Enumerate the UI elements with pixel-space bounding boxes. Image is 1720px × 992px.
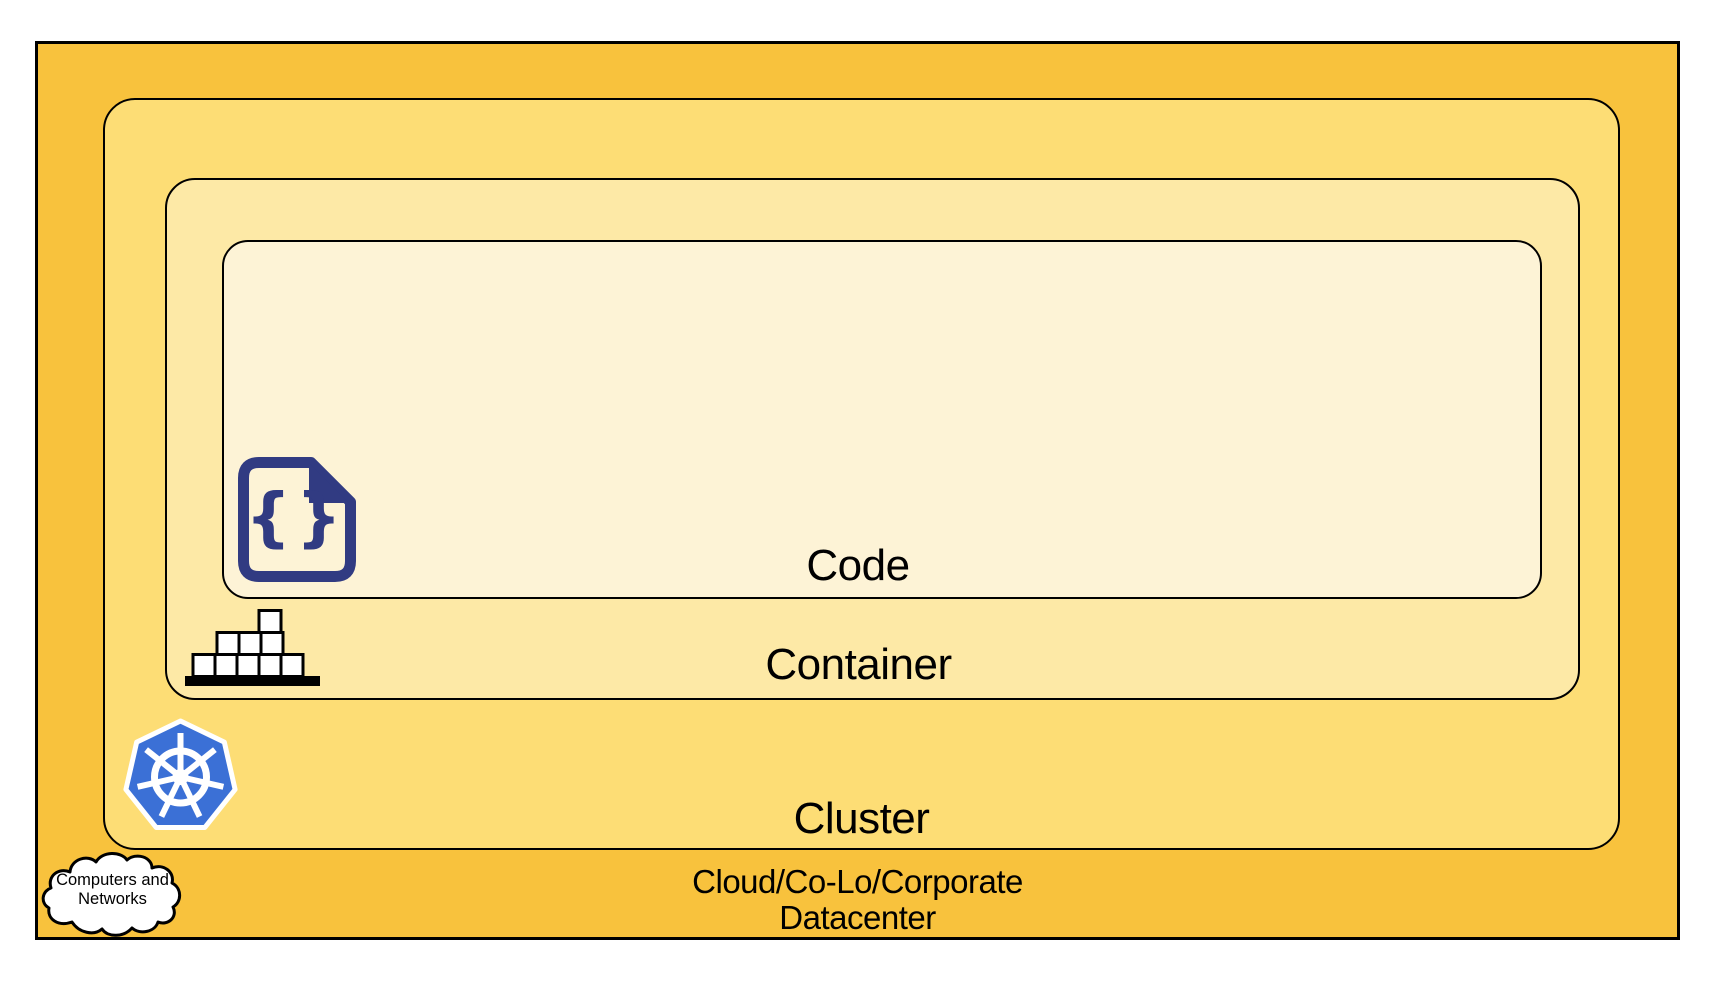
layer-cluster: {} Code [103, 98, 1620, 850]
cloud-callout: Computers and Networks [41, 850, 183, 939]
code-file-fold [309, 463, 349, 503]
code-label: Code [806, 541, 910, 590]
layer-code: {} Code [222, 240, 1542, 599]
datacenter-label: Cloud/Co-Lo/Corporate Datacenter [692, 863, 1023, 936]
cloud-icon [41, 852, 182, 937]
layer-container: {} Code [165, 178, 1580, 700]
container-label: Container [765, 640, 952, 689]
kubernetes-logo-icon [123, 718, 238, 830]
code-braces-glyph: {} [245, 481, 346, 555]
kubernetes-wheel-hub [172, 769, 189, 785]
code-file-outline [238, 457, 356, 582]
container-stack-icon [185, 609, 320, 686]
layer-datacenter: {} Code [35, 41, 1680, 940]
cluster-label: Cluster [793, 794, 930, 843]
container-platform [185, 676, 320, 686]
code-file-icon: {} [238, 457, 356, 582]
cloud-callout-label: Computers and Networks [56, 871, 169, 908]
brick [257, 609, 283, 634]
